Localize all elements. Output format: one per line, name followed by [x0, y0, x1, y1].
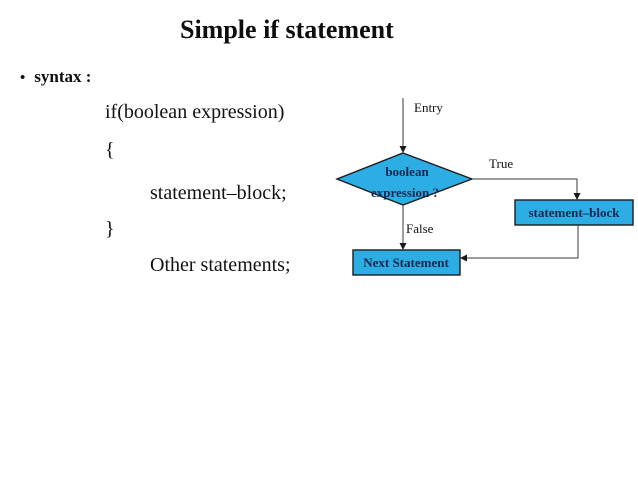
bullet-row: • syntax :	[20, 67, 91, 87]
code-line-close-brace: }	[105, 218, 115, 240]
return-connector-line	[466, 225, 579, 259]
bullet-marker: •	[20, 70, 26, 86]
false-label: False	[406, 221, 434, 236]
code-line-open-brace: {	[105, 139, 115, 161]
entry-label: Entry	[414, 100, 443, 115]
statement-block-label: statement–block	[529, 205, 621, 220]
bullet-label: syntax :	[34, 67, 92, 86]
statement-block-node	[514, 199, 634, 226]
true-label: True	[489, 156, 513, 171]
code-line-statement-block: statement–block;	[150, 182, 287, 204]
true-connector-line	[472, 178, 578, 195]
code-line-if: if(boolean expression)	[105, 101, 285, 123]
return-arrowhead-icon	[460, 254, 467, 262]
next-statement-label: Next Statement	[363, 255, 449, 270]
entry-arrowhead-icon	[399, 146, 407, 153]
next-statement-node	[352, 249, 461, 276]
decision-label-line2: expression ?	[371, 185, 439, 200]
true-arrowhead-icon	[573, 193, 581, 200]
code-line-other-statements: Other statements;	[150, 254, 291, 276]
decision-label-line1: boolean	[385, 164, 429, 179]
false-arrowhead-icon	[399, 243, 407, 250]
slide-title: Simple if statement	[180, 15, 394, 44]
